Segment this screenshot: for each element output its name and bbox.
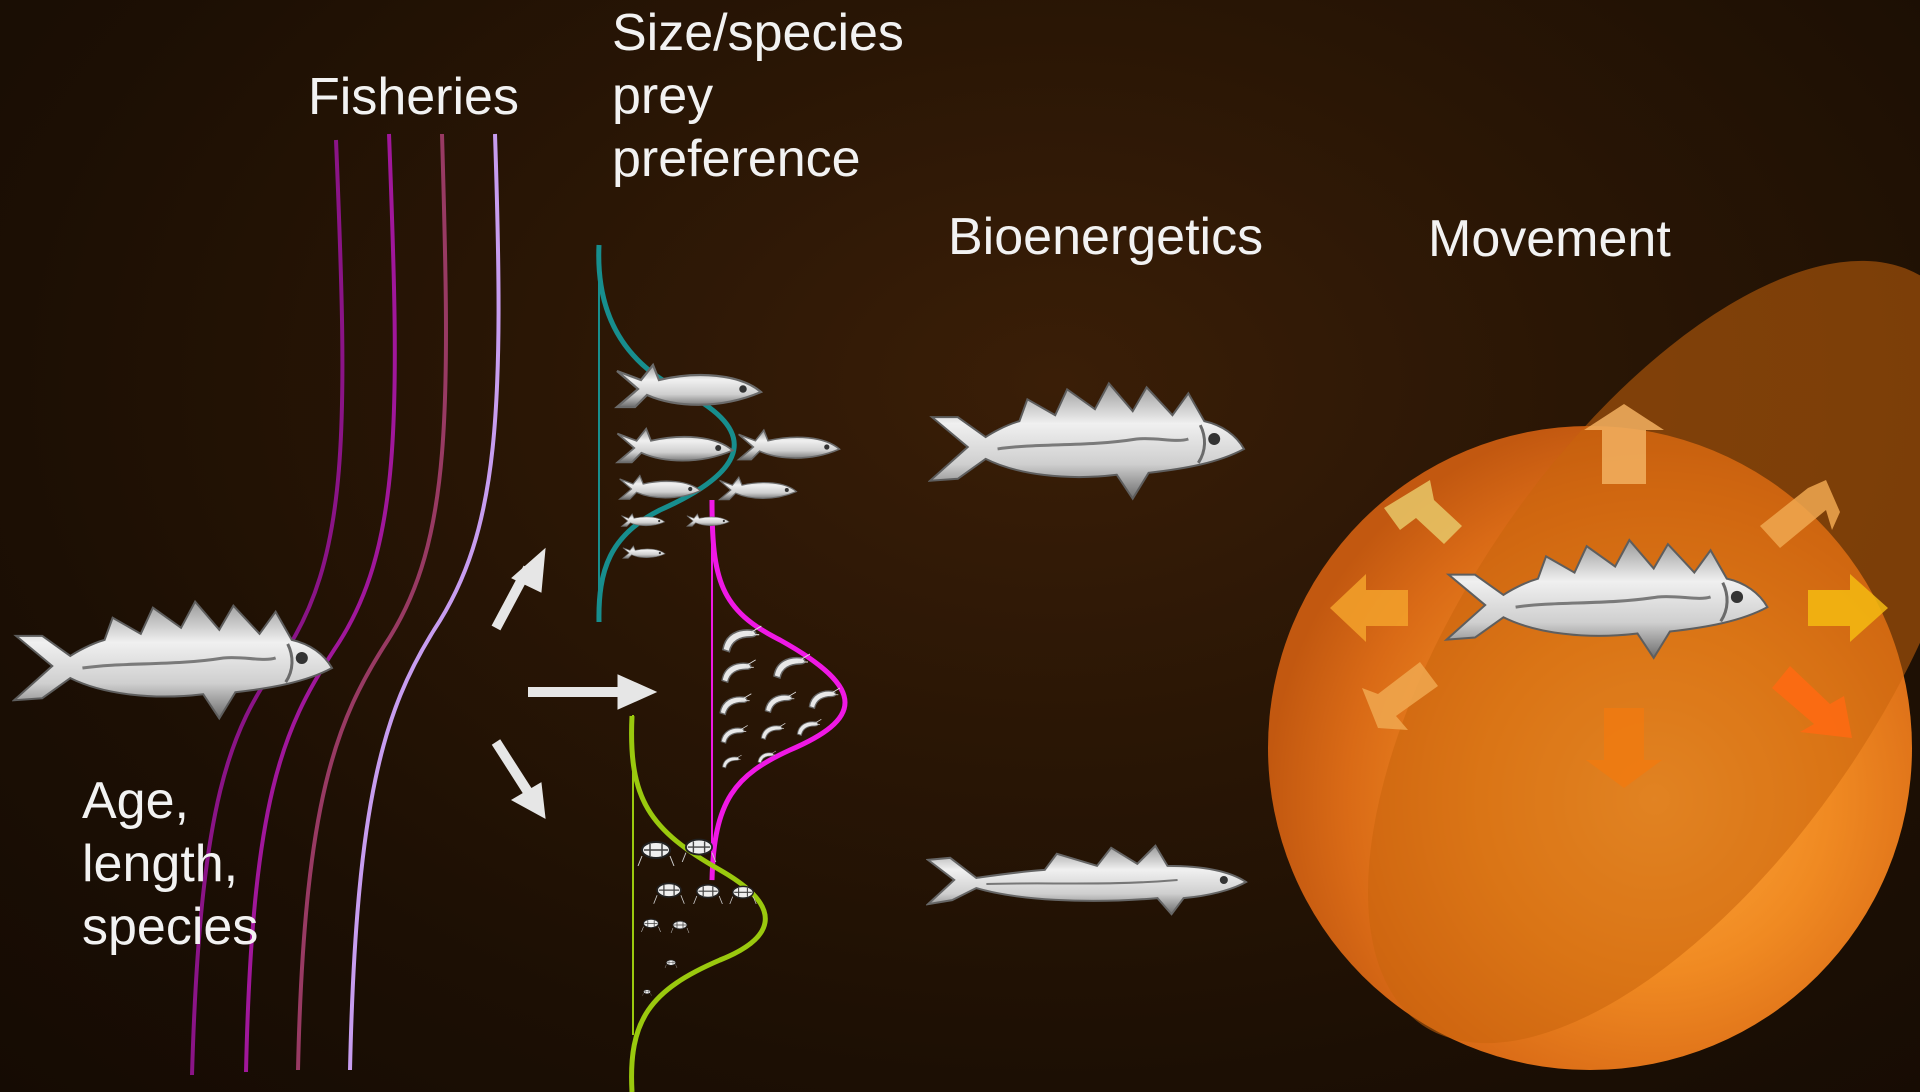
selectivity-curve-2: [246, 134, 395, 1072]
shrimp-icon: [722, 660, 756, 682]
movement-habitat: [1248, 162, 1920, 1092]
zooplankton-icon: [671, 921, 689, 933]
selectivity-curve-3: [298, 134, 446, 1070]
shrimp-icon: [720, 694, 751, 715]
arrow-down: [496, 742, 528, 792]
prey-preference-curves: [599, 245, 845, 1092]
pollock-fish-icon: [928, 846, 1246, 914]
age-length-species-label: Age, length, species: [82, 770, 258, 959]
zooplankton-icon: [730, 886, 756, 904]
prey-fish-icon: [739, 430, 840, 459]
movement-label: Movement: [1428, 208, 1671, 271]
selectivity-curve-4: [350, 134, 499, 1070]
zooplankton-icon: [694, 885, 723, 904]
shrimp-icon: [761, 723, 785, 739]
zooplankton-icon: [643, 990, 652, 996]
prey-fish-icon: [621, 514, 664, 527]
shrimp-icon: [722, 755, 741, 768]
bioenergetics-label: Bioenergetics: [948, 206, 1263, 269]
prey-curve-shrimp: [712, 500, 845, 880]
zooplankton-icon: [654, 883, 685, 903]
shrimp-icon: [797, 719, 821, 735]
zooplankton-icon: [641, 919, 660, 932]
shrimp-icon: [774, 654, 810, 678]
fisheries-label: Fisheries: [308, 66, 519, 129]
cod-fish-icon: [930, 383, 1244, 498]
prey-curve-zooplankton: [632, 716, 766, 1092]
prey-fish-icon: [617, 429, 732, 463]
prey-fish-icon: [623, 546, 665, 558]
zooplankton-icon: [638, 842, 674, 866]
arrow-right-head: [618, 675, 656, 709]
shrimp-icon: [809, 688, 840, 708]
prey-fish-icon: [617, 365, 761, 407]
cod-fish-icon: [14, 602, 332, 719]
zooplankton-icon: [665, 960, 677, 968]
prey-preference-label: Size/species prey preference: [612, 2, 904, 191]
shrimp-icon: [721, 725, 747, 743]
shrimp-icon: [765, 692, 796, 712]
shrimp-icon: [723, 626, 761, 652]
prey-fish-icon: [720, 477, 797, 499]
prey-fish-icon: [687, 514, 729, 526]
shrimp-group: [720, 626, 840, 768]
